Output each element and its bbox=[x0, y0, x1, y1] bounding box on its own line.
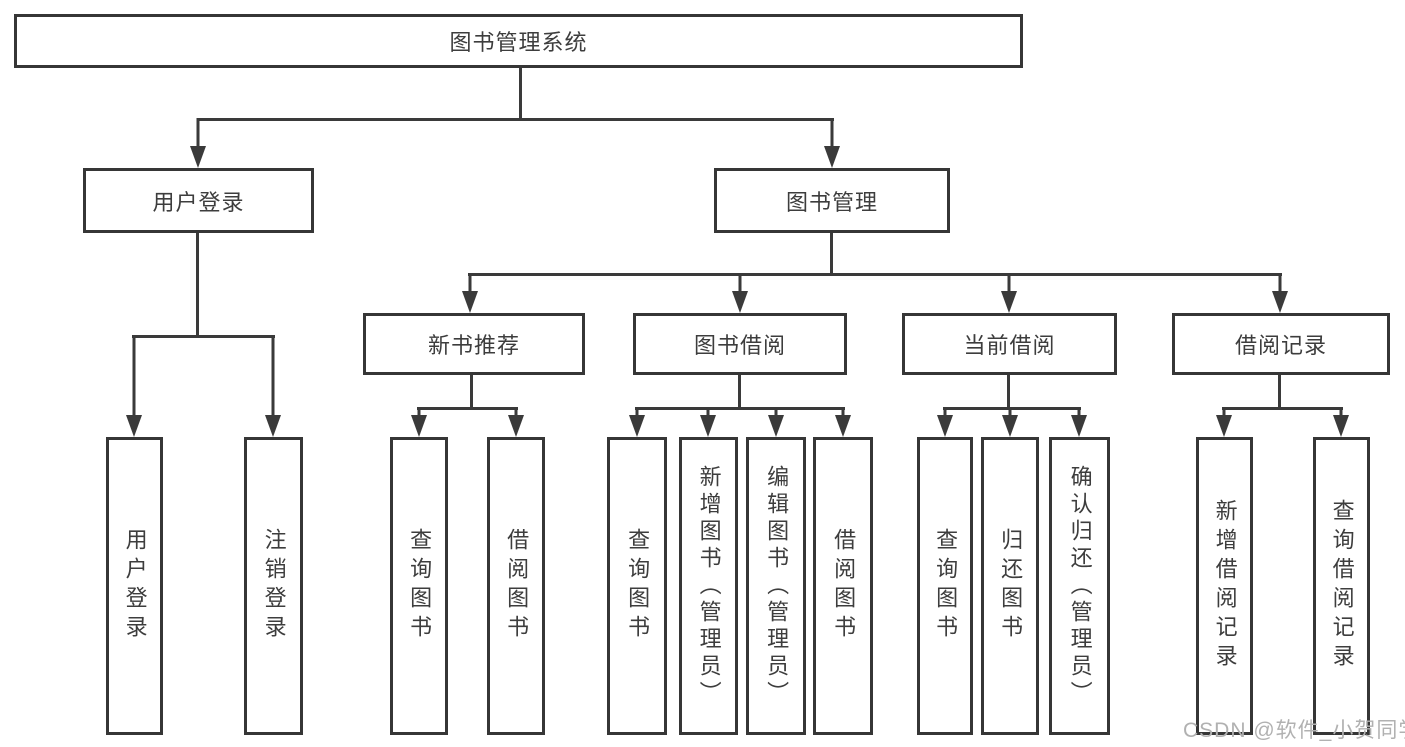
connector-line bbox=[943, 407, 1081, 410]
node-label: 图书管理系统 bbox=[449, 30, 588, 55]
leaf-label: 注销登录 bbox=[261, 528, 287, 644]
node-book-borrowing: 图书借阅 bbox=[633, 313, 847, 375]
arrow-down-icon bbox=[1001, 407, 1019, 437]
arrow-down-icon bbox=[936, 407, 954, 437]
arrow-down-icon bbox=[1000, 273, 1018, 313]
arrow-down-icon bbox=[507, 407, 525, 437]
arrow-down-icon bbox=[834, 407, 852, 437]
leaf-label: 编辑图书（管理员） bbox=[764, 464, 790, 708]
connector-line bbox=[1007, 375, 1010, 410]
leaf-query-books-recommend: 查询图书 bbox=[390, 437, 448, 735]
node-root-library-system: 图书管理系统 bbox=[14, 14, 1023, 68]
connector-line bbox=[1278, 375, 1281, 410]
leaf-return-books: 归还图书 bbox=[981, 437, 1039, 735]
leaf-user-login: 用户登录 bbox=[106, 437, 163, 735]
arrow-down-icon bbox=[410, 407, 428, 437]
connector-line bbox=[830, 233, 833, 276]
leaf-query-books-borrowing: 查询图书 bbox=[607, 437, 667, 735]
connector-line bbox=[738, 375, 741, 410]
arrow-down-icon bbox=[628, 407, 646, 437]
connector-line bbox=[197, 118, 834, 121]
leaf-logout: 注销登录 bbox=[244, 437, 303, 735]
node-label: 新书推荐 bbox=[427, 333, 520, 358]
node-book-management: 图书管理 bbox=[714, 168, 950, 233]
connector-line bbox=[417, 407, 518, 410]
leaf-label: 查询图书 bbox=[625, 528, 651, 644]
leaf-borrow-books-recommend: 借阅图书 bbox=[487, 437, 545, 735]
leaf-label: 归还图书 bbox=[998, 528, 1024, 644]
arrow-down-icon bbox=[264, 335, 282, 437]
connector-line bbox=[132, 335, 275, 338]
node-user-login: 用户登录 bbox=[83, 168, 314, 233]
arrow-down-icon bbox=[1271, 273, 1289, 313]
leaf-label: 查询借阅记录 bbox=[1329, 499, 1355, 673]
node-label: 图书借阅 bbox=[693, 333, 786, 358]
arrow-down-icon bbox=[189, 118, 207, 168]
node-borrowing-records: 借阅记录 bbox=[1172, 313, 1390, 375]
leaf-confirm-return-admin: 确认归还（管理员） bbox=[1049, 437, 1110, 735]
leaf-label: 新增图书（管理员） bbox=[696, 464, 722, 708]
node-label: 用户登录 bbox=[152, 189, 245, 215]
leaf-add-books-admin: 新增图书（管理员） bbox=[679, 437, 738, 735]
node-new-book-recommend: 新书推荐 bbox=[363, 313, 585, 375]
node-label: 当前借阅 bbox=[963, 333, 1056, 358]
csdn-watermark: CSDN @软件_小贺同学 bbox=[1183, 719, 1405, 742]
node-label: 借阅记录 bbox=[1234, 333, 1327, 358]
leaf-label: 用户登录 bbox=[122, 528, 148, 644]
leaf-label: 借阅图书 bbox=[504, 528, 530, 644]
arrow-down-icon bbox=[1215, 407, 1233, 437]
leaf-query-books-current: 查询图书 bbox=[917, 437, 973, 735]
arrow-down-icon bbox=[1070, 407, 1088, 437]
arrow-down-icon bbox=[823, 118, 841, 168]
connector-line bbox=[468, 273, 1282, 276]
connector-line bbox=[470, 375, 473, 410]
node-label: 图书管理 bbox=[785, 189, 878, 215]
leaf-label: 查询图书 bbox=[933, 528, 959, 644]
connector-line bbox=[1222, 407, 1343, 410]
leaf-query-borrow-record: 查询借阅记录 bbox=[1313, 437, 1370, 735]
leaf-label: 查询图书 bbox=[407, 528, 433, 644]
connector-line bbox=[519, 68, 522, 121]
leaf-add-borrow-record: 新增借阅记录 bbox=[1196, 437, 1253, 735]
connector-line bbox=[196, 233, 199, 338]
arrow-down-icon bbox=[699, 407, 717, 437]
leaf-label: 确认归还（管理员） bbox=[1067, 464, 1093, 708]
arrow-down-icon bbox=[1332, 407, 1350, 437]
leaf-borrow-books-borrowing: 借阅图书 bbox=[813, 437, 873, 735]
connector-line bbox=[635, 407, 845, 410]
arrow-down-icon bbox=[461, 273, 479, 313]
arrow-down-icon bbox=[767, 407, 785, 437]
node-current-borrowing: 当前借阅 bbox=[902, 313, 1117, 375]
arrow-down-icon bbox=[125, 335, 143, 437]
leaf-edit-books-admin: 编辑图书（管理员） bbox=[746, 437, 806, 735]
leaf-label: 借阅图书 bbox=[831, 528, 857, 644]
arrow-down-icon bbox=[731, 273, 749, 313]
leaf-label: 新增借阅记录 bbox=[1212, 499, 1238, 673]
